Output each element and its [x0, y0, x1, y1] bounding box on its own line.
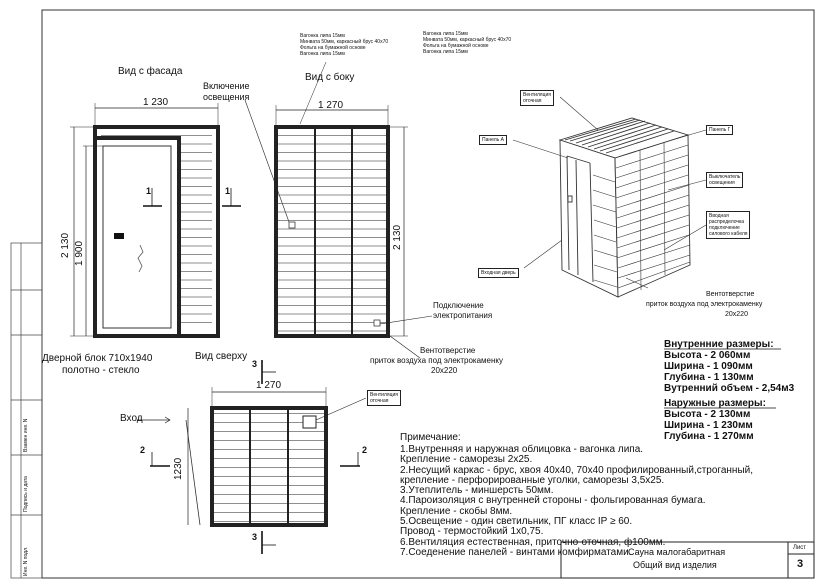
door-block-label-2: полотно - стекло [62, 365, 140, 376]
stamp-inventory: Инв. N подл. [23, 546, 29, 576]
margin-strip [10, 242, 43, 579]
side-height-dim: 2 130 [392, 224, 403, 250]
sheet-label: Лист [793, 545, 807, 551]
entrance-label: Вход [120, 413, 143, 424]
section-mark-3a: 3 [252, 359, 258, 369]
inner-dim-height: Высота - 2 060мм [664, 350, 751, 361]
inner-dim-width: Ширина - 1 090мм [664, 361, 753, 372]
iso-vent-bottom-2: приток воздуха под электрокаменку [646, 301, 763, 308]
top-view-title: Вид сверху [195, 351, 248, 362]
vent-side-label-3: 20х220 [431, 366, 458, 375]
door-height-dim: 1 900 [74, 240, 85, 266]
notes-title: Примечание: [400, 432, 461, 443]
outer-dim-height: Высота - 2 130мм [664, 409, 751, 420]
notes-body: 1.Внутренняя и наружная облицовка - ваго… [400, 444, 754, 558]
iso-view [512, 96, 707, 298]
vent-side-label-1: Вентотверстие [420, 346, 476, 355]
iso-panel-a: Панель А [479, 135, 507, 145]
top-depth-dim: 1230 [173, 457, 184, 480]
front-height-dim: 2 130 [60, 232, 71, 258]
section-mark-2a: 2 [140, 445, 146, 455]
vent-side-label-2: приток воздуха под электрокаменку [370, 356, 504, 365]
front-view [70, 99, 290, 338]
front-width-dim: 1 230 [143, 97, 169, 108]
stamp-signature: Подпись и дата [23, 476, 29, 512]
front-view-title: Вид с фасада [118, 66, 183, 77]
section-mark-2b: 2 [362, 445, 368, 455]
outer-dim-width: Ширина - 1 230мм [664, 420, 753, 431]
section-mark-3b: 3 [252, 532, 258, 542]
power-label-1: Подключение [433, 301, 484, 310]
top-view [137, 360, 367, 554]
iso-vent-bottom-1: Вентотверстие [706, 291, 755, 298]
iso-vent-bottom-3: 20х220 [725, 311, 748, 318]
door-block-label-1: Дверной блок 710х1940 [42, 353, 153, 364]
side-view [274, 61, 433, 359]
section-mark-1a: 1 [146, 186, 152, 196]
side-width-dim: 1 270 [318, 100, 344, 111]
inner-dims-title: Внутренние размеры: [664, 339, 774, 350]
title-line-2: Общий вид изделия [633, 560, 717, 570]
title-block-frame [560, 541, 815, 579]
outer-dims-title: Наружные размеры: [664, 398, 766, 409]
iso-panel-g: Панель Г [706, 125, 734, 135]
title-line-1: Сауна малогабаритная [628, 547, 726, 557]
outer-dim-depth: Глубина - 1 270мм [664, 431, 754, 442]
section-mark-1b: 1 [225, 186, 231, 196]
light-switch-label-1: Включение [203, 81, 250, 91]
inner-dim-depth: Глубина - 1 130мм [664, 372, 754, 383]
top-width-dim: 1 270 [256, 380, 282, 391]
light-switch-label-2: освещения [203, 92, 250, 102]
stamp-replaced: Взамен инв. N [23, 418, 29, 452]
iso-door-callout: Входная дверь [478, 268, 519, 278]
inner-dim-volume: Вутренний объем - 2,54м3 [664, 383, 795, 394]
sheet-number: 3 [797, 558, 804, 570]
side-view-title: Вид с боку [305, 72, 355, 83]
power-label-2: электропитания [433, 311, 493, 320]
